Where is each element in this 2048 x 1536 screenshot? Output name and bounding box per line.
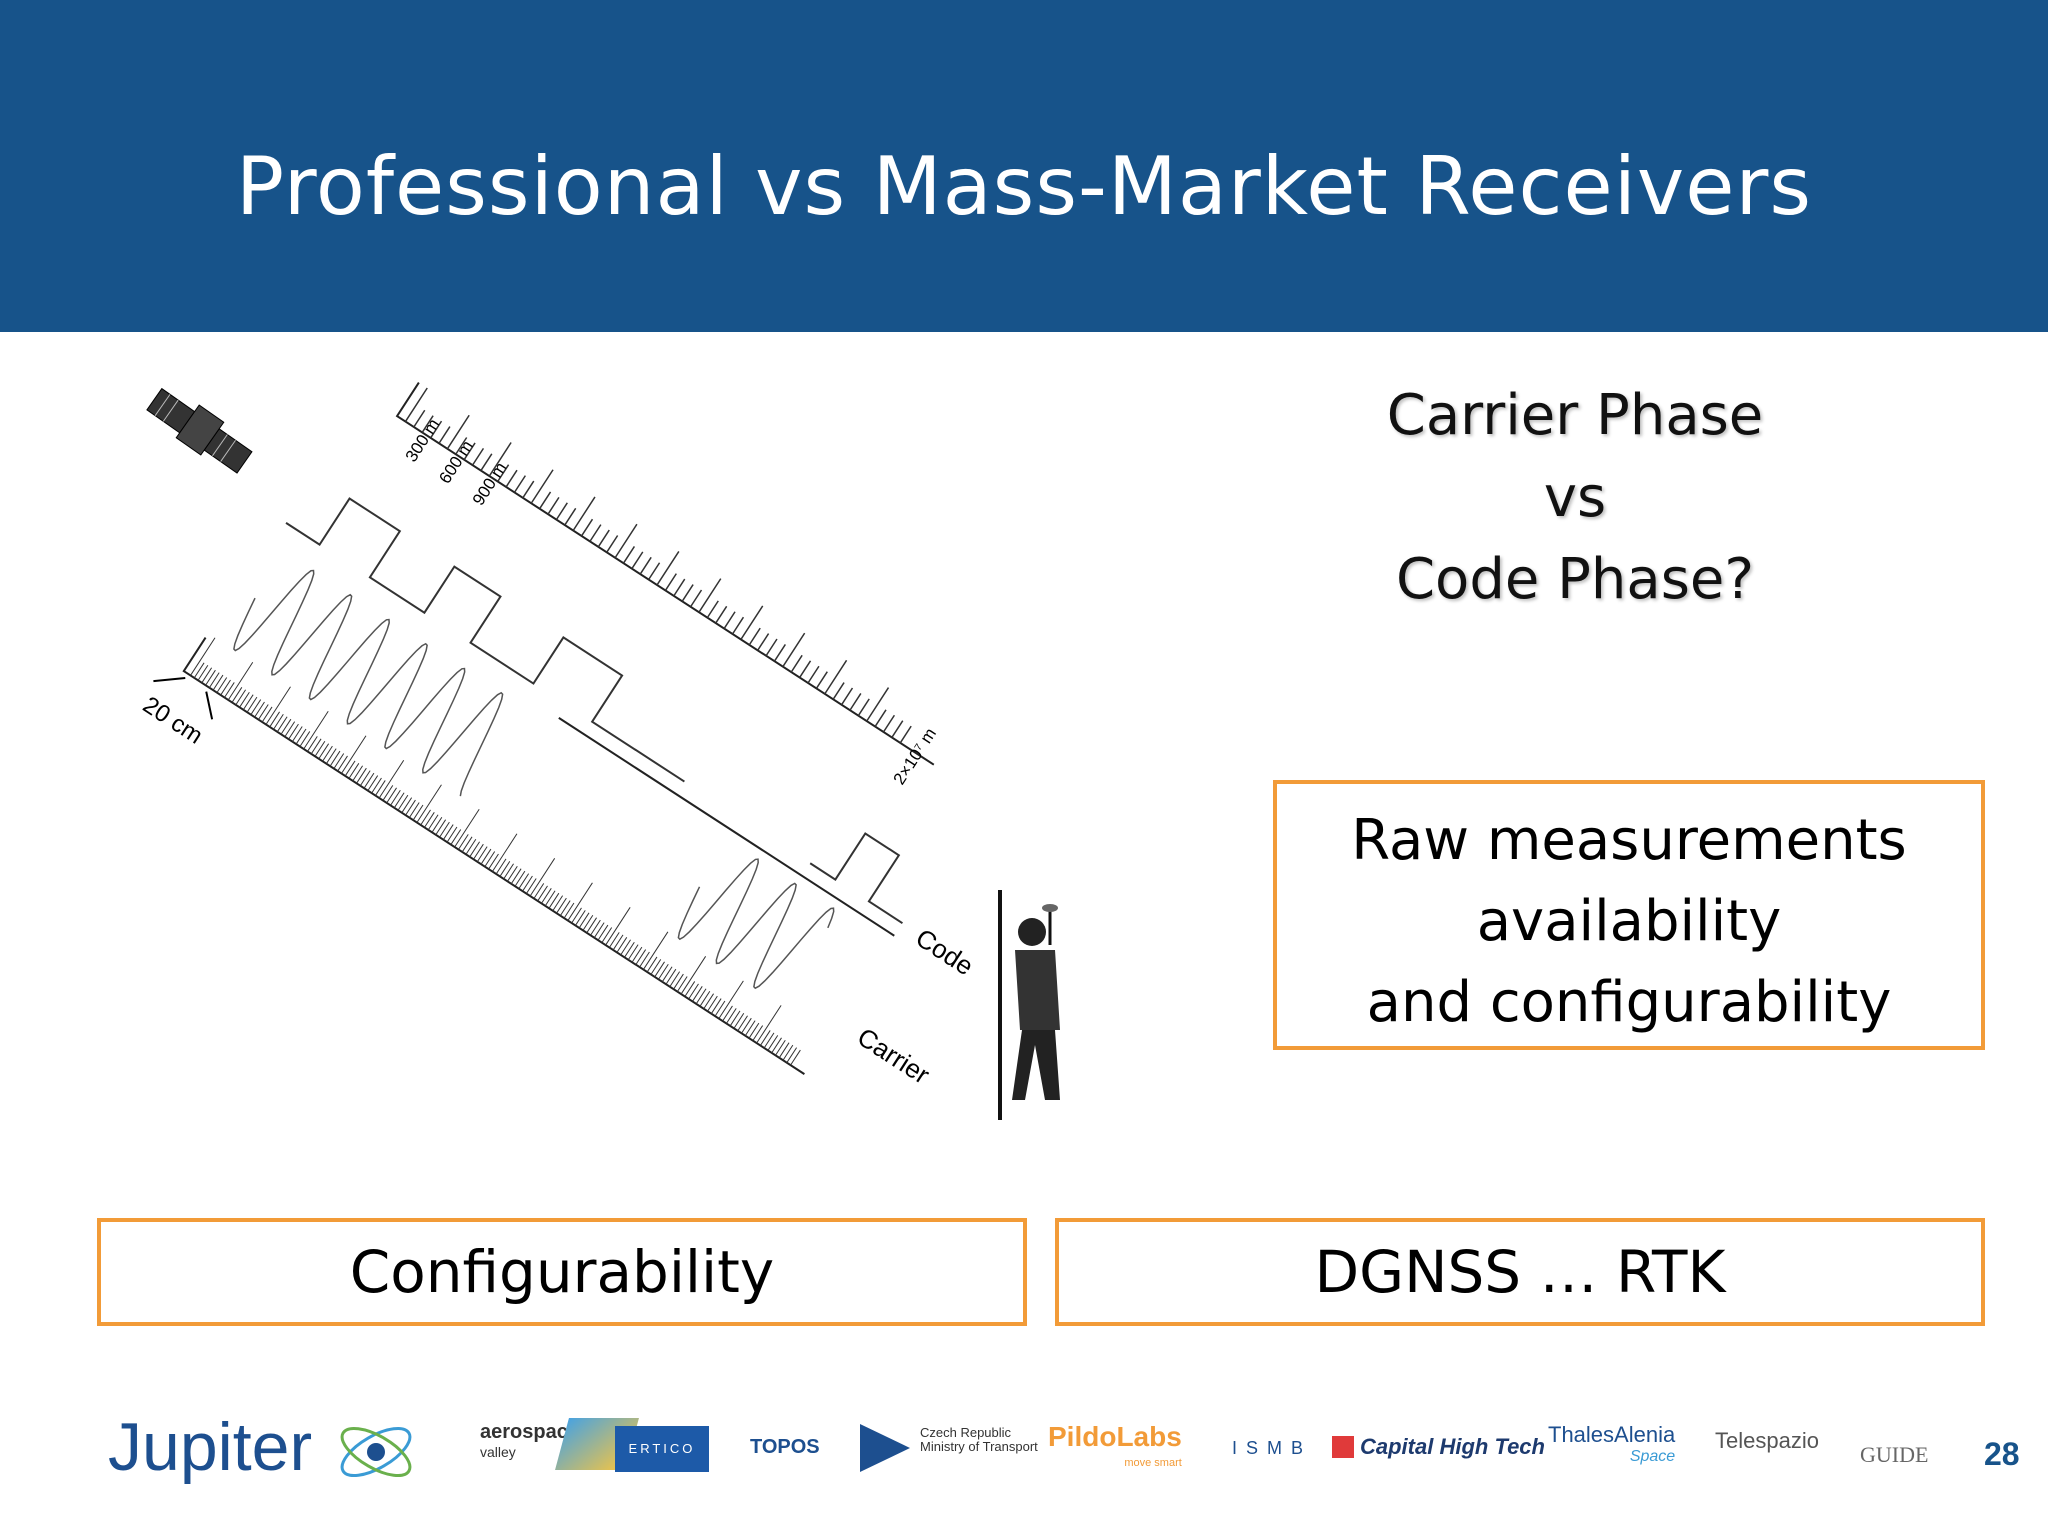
- thales-logo-line-2: Space: [1629, 1448, 1676, 1465]
- thales-alenia-logo: ThalesAlenia Space: [1548, 1424, 1675, 1468]
- topos-logo-text: TOPOS: [750, 1436, 820, 1458]
- code-signal-end: [809, 832, 903, 925]
- user-receiver-icon: [998, 890, 1060, 1120]
- carrier-vs-code-question: Carrier Phase vs Code Phase?: [1275, 375, 1875, 621]
- dgnss-rtk-box: DGNSS … RTK: [1055, 1218, 1985, 1326]
- raw-measurements-box: Raw measurements availability and config…: [1273, 780, 1985, 1050]
- carrier-signal: [233, 569, 504, 797]
- aerospace-logo-line-1: aerospace: [480, 1421, 579, 1443]
- capital-logo-text: Capital High Tech: [1360, 1434, 1545, 1459]
- telespazio-logo: Telespazio: [1715, 1428, 1819, 1454]
- title-bar: Professional vs Mass-Market Receivers: [0, 0, 2048, 332]
- page-number: 28: [1984, 1436, 2020, 1472]
- guide-logo-text: GUIDE: [1860, 1442, 1929, 1467]
- telespazio-logo-text: Telespazio: [1715, 1428, 1819, 1453]
- jupiter-logo: Jupiter: [108, 1408, 421, 1492]
- configurability-box: Configurability: [97, 1218, 1027, 1326]
- pildo-logo-line-1: PildoLabs: [1048, 1421, 1182, 1452]
- capital-high-tech-logo-mark: [1332, 1436, 1354, 1458]
- partner-logos: Jupiter aerospace valley ERTICO TOPOS Cz…: [100, 1390, 1960, 1500]
- code-signal: [285, 497, 685, 783]
- raw-box-line-1: Raw measurements: [1351, 808, 1907, 873]
- carrier-signal-end: [677, 858, 835, 990]
- czech-logo-line-1: Czech Republic: [920, 1425, 1012, 1440]
- czech-transport-logo: Czech Republic Ministry of Transport: [920, 1426, 1038, 1454]
- ismb-logo: I S M B: [1232, 1438, 1305, 1459]
- capital-high-tech-logo: Capital High Tech: [1360, 1434, 1545, 1460]
- satellite-icon: [146, 387, 253, 474]
- aerospace-logo-line-2: valley: [480, 1444, 516, 1460]
- carrier-label: Carrier: [852, 1021, 935, 1090]
- guide-logo: GUIDE: [1860, 1442, 1928, 1468]
- wavelength-scale: 20 cm: [138, 637, 805, 1075]
- czech-transport-logo-mark: [860, 1424, 910, 1472]
- topos-logo: TOPOS: [750, 1436, 820, 1459]
- aerospace-valley-logo: aerospace valley: [480, 1422, 579, 1462]
- thales-logo-line-1: ThalesAlenia: [1548, 1422, 1676, 1447]
- raw-box-line-3: and configurability: [1366, 970, 1892, 1035]
- configurability-text: Configurability: [349, 1238, 775, 1306]
- question-line-3: Code Phase?: [1395, 547, 1755, 612]
- pildo-logo-line-2: move smart: [1124, 1457, 1182, 1469]
- ertico-logo-text: ERTICO: [628, 1441, 696, 1456]
- ertico-logo: ERTICO: [615, 1426, 709, 1472]
- scale-label-distance: 2×10⁷ m: [890, 725, 940, 788]
- question-line-2: vs: [1543, 465, 1607, 530]
- czech-logo-line-2: Ministry of Transport: [920, 1439, 1038, 1454]
- code-label: Code: [911, 922, 979, 981]
- dgnss-rtk-text: DGNSS … RTK: [1314, 1238, 1726, 1306]
- pildolabs-logo: PildoLabs move smart: [1048, 1421, 1182, 1476]
- raw-box-line-2: availability: [1476, 889, 1782, 954]
- question-line-1: Carrier Phase: [1386, 383, 1764, 448]
- slide-title: Professional vs Mass-Market Receivers: [235, 140, 1813, 233]
- wavelength-label: 20 cm: [138, 691, 208, 749]
- ismb-logo-text: I S M B: [1232, 1438, 1306, 1458]
- jupiter-logo-text: Jupiter: [108, 1409, 313, 1485]
- code-carrier-figure: 300 m 600 m 900 m 2×10⁷ m Code Carrier 2…: [138, 382, 1060, 1120]
- distance-scale: 300 m 600 m 900 m 2×10⁷ m: [395, 382, 940, 788]
- orbit-icon: [340, 1427, 412, 1478]
